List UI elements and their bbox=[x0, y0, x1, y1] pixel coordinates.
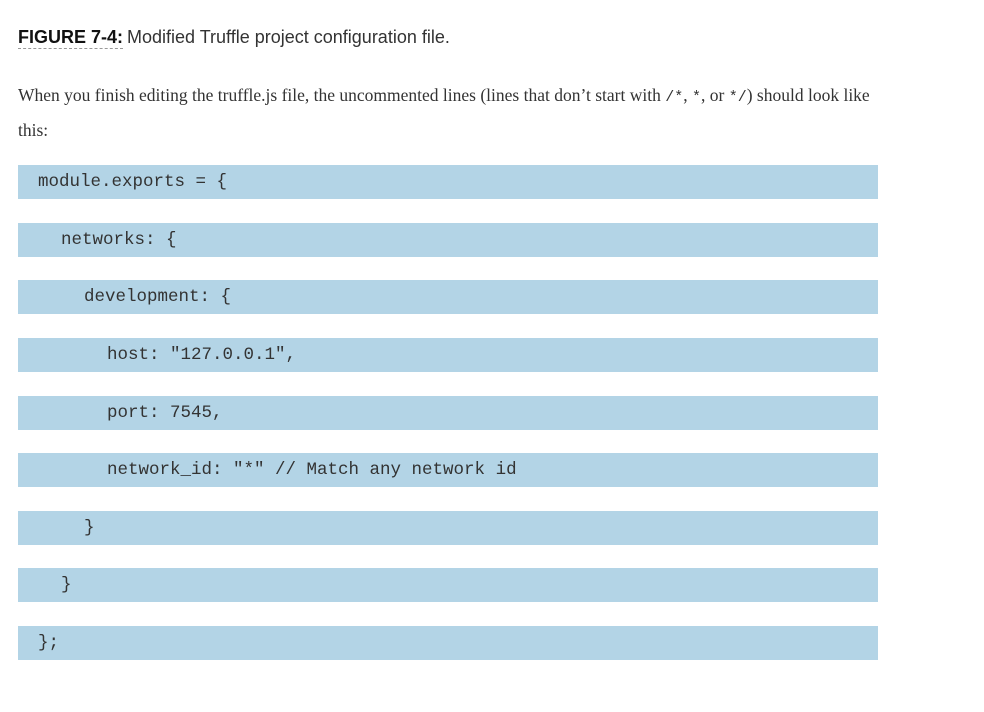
figure-caption: FIGURE 7-4:Modified Truffle project conf… bbox=[18, 27, 450, 49]
code-line: }; bbox=[18, 626, 878, 660]
inline-code: * bbox=[691, 89, 701, 106]
code-line: } bbox=[18, 568, 878, 602]
inline-code: */ bbox=[728, 89, 747, 106]
instruction-paragraph: When you finish editing the truffle.js f… bbox=[18, 79, 898, 147]
code-line: networks: { bbox=[18, 223, 878, 257]
paragraph-text: , bbox=[683, 85, 692, 105]
code-line: host: "127.0.0.1", bbox=[18, 338, 878, 372]
code-line: module.exports = { bbox=[18, 165, 878, 199]
paragraph-text: , or bbox=[701, 85, 729, 105]
code-line: } bbox=[18, 511, 878, 545]
paragraph-text: When you finish editing the truffle.js f… bbox=[18, 85, 666, 105]
code-line: development: { bbox=[18, 280, 878, 314]
code-line: port: 7545, bbox=[18, 396, 878, 430]
figure-caption-text: Modified Truffle project configuration f… bbox=[127, 27, 450, 47]
inline-code: /* bbox=[665, 89, 684, 106]
figure-label: FIGURE 7-4: bbox=[18, 27, 124, 49]
paragraph-text: ) should look like this: bbox=[18, 85, 870, 140]
code-line: network_id: "*" // Match any network id bbox=[18, 453, 878, 487]
